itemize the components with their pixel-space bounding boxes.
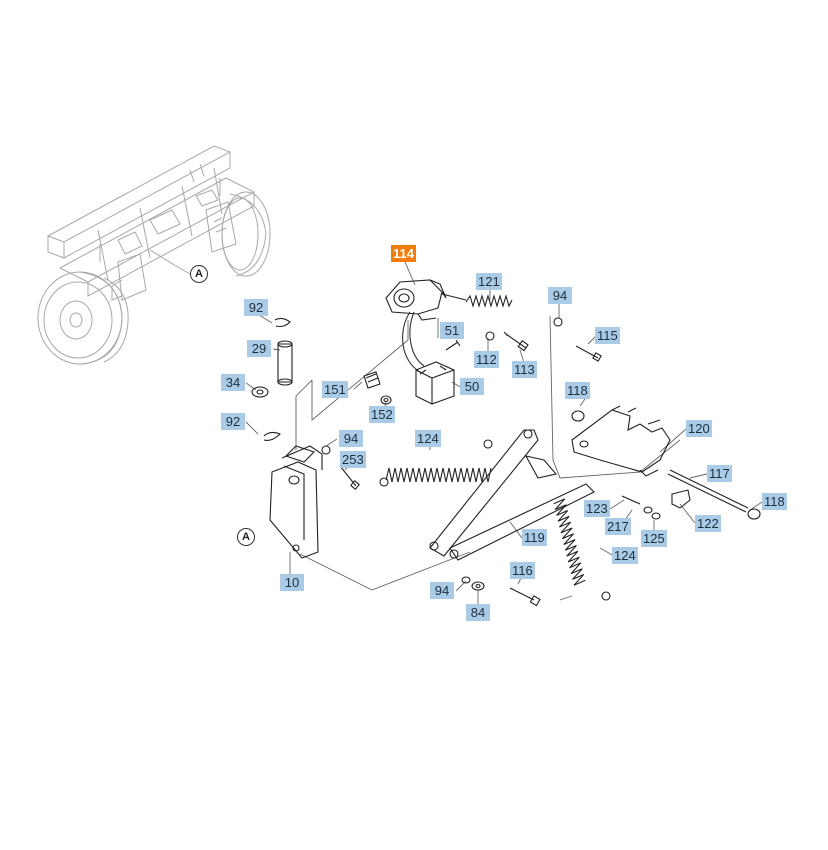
callout-84[interactable]: 84 [466, 604, 490, 621]
callout-120[interactable]: 120 [686, 420, 712, 437]
callout-29[interactable]: 29 [247, 340, 271, 357]
callout-253[interactable]: 253 [340, 451, 366, 468]
callout-217[interactable]: 217 [605, 518, 631, 535]
leader-lines [245, 261, 763, 604]
callout-114[interactable]: 114 [391, 245, 416, 262]
callout-118-lower[interactable]: 118 [762, 493, 787, 510]
callout-121[interactable]: 121 [476, 273, 502, 290]
callout-10[interactable]: 10 [280, 574, 304, 591]
callout-113[interactable]: 113 [512, 361, 537, 378]
callout-51[interactable]: 51 [440, 322, 464, 339]
callout-152[interactable]: 152 [369, 406, 395, 423]
callout-124-horizontal[interactable]: 124 [415, 430, 441, 447]
callout-124-diagonal[interactable]: 124 [612, 547, 638, 564]
reference-mark-a-chassis: A [190, 265, 208, 283]
reference-mark-a-bracket: A [237, 528, 255, 546]
chassis-frame [37, 145, 271, 365]
callout-94-bottom[interactable]: 94 [430, 582, 454, 599]
callout-50[interactable]: 50 [460, 378, 484, 395]
callout-94-top[interactable]: 94 [548, 287, 572, 304]
callout-34[interactable]: 34 [221, 374, 245, 391]
callout-123[interactable]: 123 [584, 500, 610, 517]
callout-116[interactable]: 116 [510, 562, 535, 579]
callout-117[interactable]: 117 [707, 465, 732, 482]
callout-92-top[interactable]: 92 [244, 299, 268, 316]
callout-92-bottom[interactable]: 92 [221, 413, 245, 430]
callout-118-upper[interactable]: 118 [565, 382, 590, 399]
callout-112[interactable]: 112 [474, 351, 499, 368]
callout-122[interactable]: 122 [695, 515, 721, 532]
callout-125[interactable]: 125 [641, 530, 667, 547]
callout-115[interactable]: 115 [595, 327, 620, 344]
callout-151[interactable]: 151 [322, 381, 348, 398]
callout-119[interactable]: 119 [522, 529, 547, 546]
callout-94-left[interactable]: 94 [339, 430, 363, 447]
parts-line-art [251, 279, 761, 607]
